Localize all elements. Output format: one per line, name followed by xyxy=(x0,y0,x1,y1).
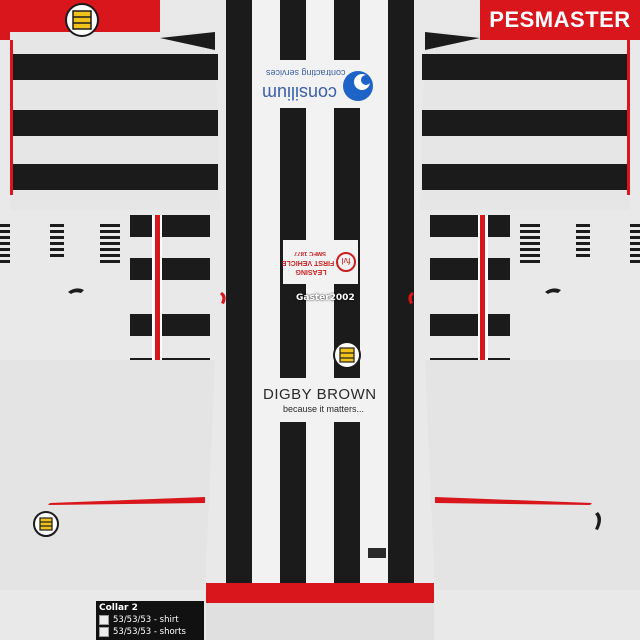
club-crest-icon xyxy=(33,511,59,537)
chest-sponsor-tagline: because it matters... xyxy=(283,404,365,414)
left-cuff xyxy=(0,224,120,263)
legend-item: 53/53/53 - shorts xyxy=(99,627,201,637)
sleeve-sponsor-line: SMFC 1877 xyxy=(294,250,327,256)
joma-logo-icon xyxy=(68,288,601,530)
consilium-logo-icon xyxy=(343,71,373,101)
creator-signature: Gaster2002 xyxy=(296,293,355,303)
back-sponsor-name: consilium xyxy=(262,83,338,103)
svg-text:fvl: fvl xyxy=(341,256,350,266)
legend-label: 53/53/53 - shirt xyxy=(113,615,179,625)
club-crest-icon xyxy=(333,341,361,369)
legend-title: Collar 2 xyxy=(99,603,138,613)
legend-label: 53/53/53 - shorts xyxy=(113,627,186,637)
fvl-logo-icon: fvl xyxy=(336,252,356,272)
collar-legend: Collar 2 53/53/53 - shirt 53/53/53 - sho… xyxy=(96,601,204,640)
right-sleeve xyxy=(420,32,630,210)
legend-item: 53/53/53 - shirt xyxy=(99,615,201,625)
color-swatch xyxy=(99,627,109,637)
size-tag xyxy=(368,548,386,558)
shorts-left xyxy=(0,360,215,590)
back-sponsor-subtitle: contracting services xyxy=(266,68,346,78)
sleeve-sponsor-line: FIRST VEHICLE xyxy=(281,259,335,266)
left-sleeve xyxy=(10,32,220,210)
shorts-right xyxy=(425,360,640,590)
right-cuff xyxy=(520,224,640,263)
bottom-red-hem xyxy=(206,583,434,603)
pesmaster-watermark: PESMASTER xyxy=(480,0,640,40)
chest-sponsor-name: DIGBY BROWN xyxy=(263,386,377,403)
sleeve-sponsor-line: LEASING xyxy=(295,268,327,275)
color-swatch xyxy=(99,615,109,625)
club-crest-icon xyxy=(65,3,99,37)
chest-sponsor: DIGBY BROWN because it matters... xyxy=(263,386,383,414)
